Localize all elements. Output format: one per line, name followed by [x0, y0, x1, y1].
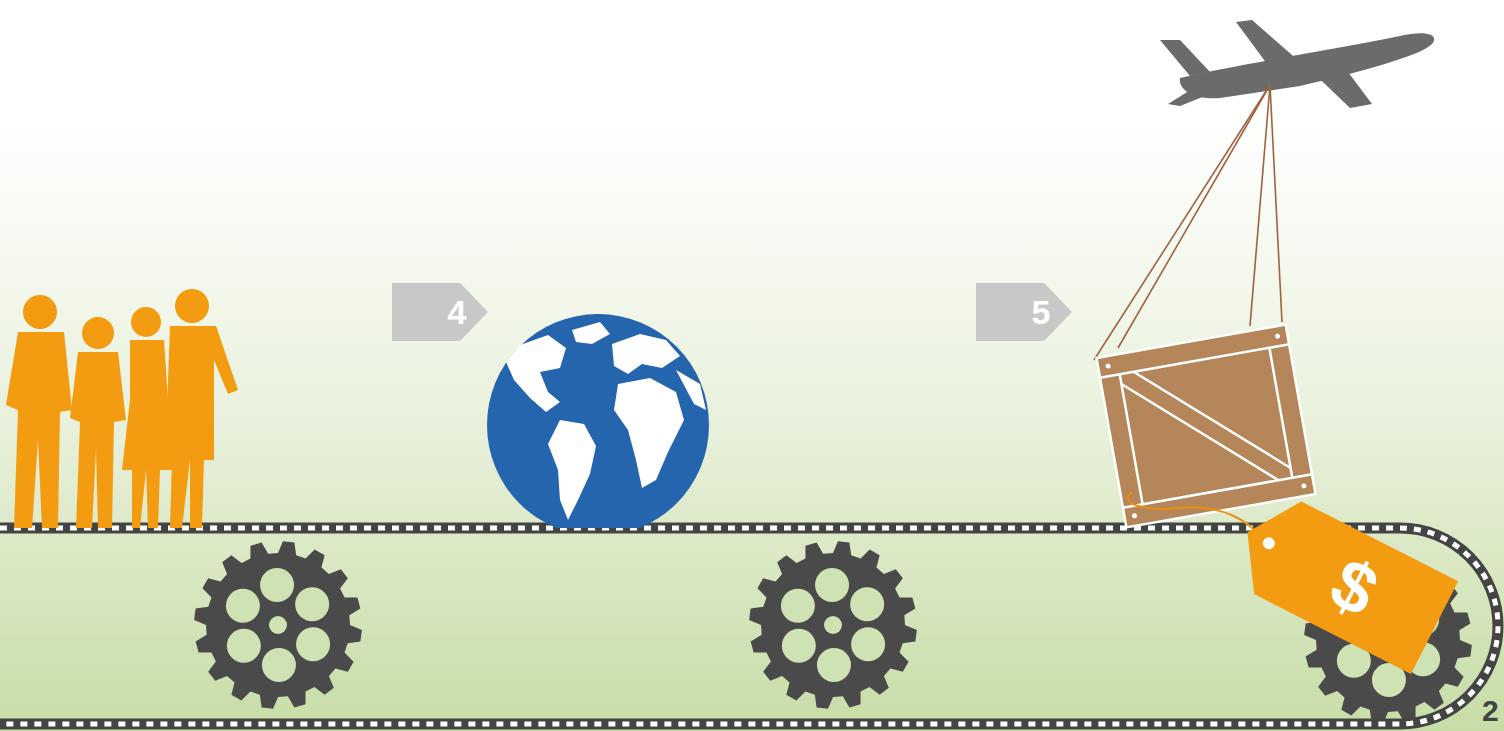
node-text: 5	[998, 295, 1051, 329]
tag-string	[1128, 492, 1262, 540]
node-text: 4	[414, 295, 467, 329]
ropes	[1094, 85, 1282, 360]
arrow-shape	[976, 283, 1072, 341]
step-arrow: 4	[392, 283, 488, 341]
people-silhouettes	[6, 289, 238, 528]
gear	[194, 541, 362, 709]
step-arrow: 5	[976, 283, 1072, 341]
globe	[487, 314, 709, 528]
page-number: 2	[1482, 696, 1499, 726]
gear	[749, 541, 917, 709]
crate	[1097, 325, 1316, 528]
price-tag: $	[1224, 486, 1458, 674]
arrow-shape	[392, 283, 488, 341]
airplane	[1160, 20, 1434, 108]
